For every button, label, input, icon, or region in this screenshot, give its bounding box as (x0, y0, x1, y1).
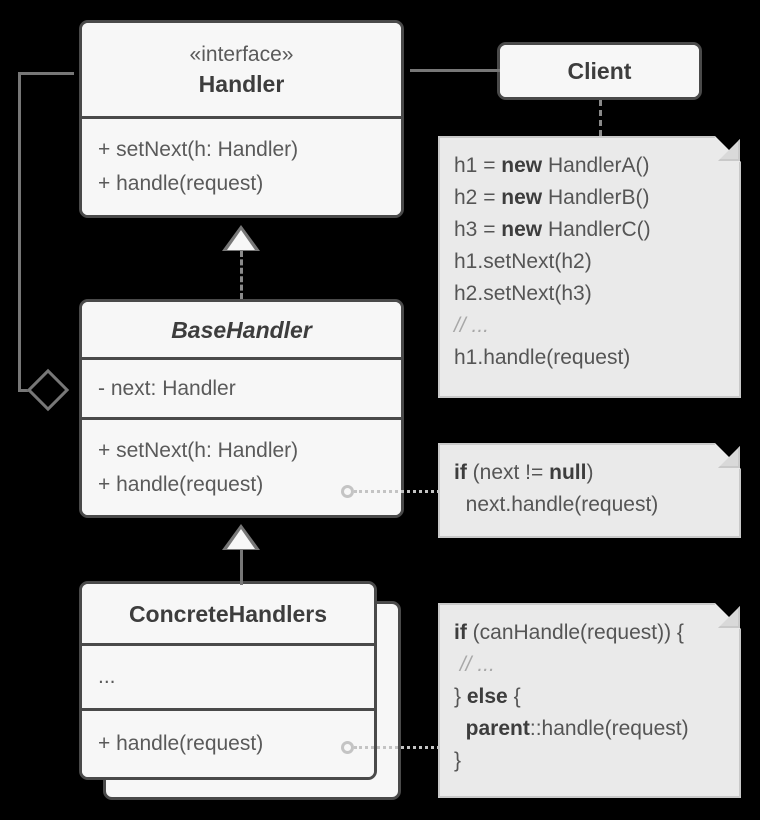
code-line: // ... (454, 314, 490, 337)
note-fold-icon (715, 136, 741, 162)
handler-operations-compartment: + setNext(h: Handler) + handle(request) (82, 119, 401, 215)
note-fold-icon (715, 603, 741, 629)
class-box-basehandler[interactable]: BaseHandler - next: Handler + setNext(h:… (79, 299, 404, 518)
class-box-client[interactable]: Client (497, 42, 702, 100)
code-line: } else { (454, 685, 521, 708)
class-box-handler[interactable]: «interface» Handler + setNext(h: Handler… (79, 20, 404, 218)
code-line: parent::handle(request) (465, 717, 689, 740)
code-line: h1.handle(request) (454, 346, 631, 369)
concretehandlers-title-compartment: ConcreteHandlers (82, 584, 374, 646)
basehandler-operation-setnext: + setNext(h: Handler) (98, 438, 299, 462)
basehandler-operation-handle: + handle(request) (98, 472, 264, 496)
note-concretehandlers-handle-code: if (canHandle(request)) { // ... } else … (438, 603, 741, 798)
note-client-code: h1 = new HandlerA() h2 = new HandlerB() … (438, 136, 741, 398)
basehandler-class-name: BaseHandler (171, 316, 312, 343)
code-line: if (canHandle(request)) { (454, 621, 684, 644)
handler-class-name: Handler (198, 70, 285, 97)
aggregation-line-left (18, 72, 21, 392)
code-line: h3 = new HandlerC() (454, 218, 651, 241)
note-link-client (599, 100, 602, 136)
handler-operation-handle: + handle(request) (98, 172, 264, 195)
note-link-basehandler-handle (354, 490, 440, 493)
code-line: h1.setNext(h2) (454, 250, 592, 273)
aggregation-line-top (18, 72, 74, 75)
code-line: next.handle(request) (454, 493, 659, 516)
aggregation-arrowhead-handler (53, 61, 75, 87)
realization-triangle-handler (222, 225, 260, 251)
concretehandlers-class-name: ConcreteHandlers (128, 600, 328, 627)
generalization-triangle-basehandler (222, 524, 260, 550)
code-line: if (next != null) (454, 461, 594, 484)
basehandler-attribute-next: - next: Handler (98, 376, 236, 400)
association-arrowhead-handler (406, 58, 428, 84)
basehandler-title-compartment: BaseHandler (82, 302, 401, 360)
concretehandlers-attribute-ellipsis: ... (98, 665, 116, 688)
client-class-name: Client (567, 58, 632, 84)
concretehandlers-operations-compartment: + handle(request) (82, 711, 374, 777)
handler-title-compartment: «interface» Handler (82, 23, 401, 119)
concretehandlers-operation-handle: + handle(request) (98, 732, 264, 755)
basehandler-attributes-compartment: - next: Handler (82, 360, 401, 420)
handler-stereotype: «interface» (189, 42, 294, 66)
note-anchor-concretehandlers-handle (341, 741, 354, 754)
code-line: h1 = new HandlerA() (454, 154, 650, 177)
code-line: // ... (459, 653, 495, 676)
class-box-concretehandlers[interactable]: ConcreteHandlers ... + handle(request) (79, 581, 377, 780)
note-link-concretehandlers-handle (354, 746, 440, 749)
note-fold-icon (715, 443, 741, 469)
handler-operation-setnext: + setNext(h: Handler) (98, 138, 299, 161)
note-anchor-basehandler-handle (341, 485, 354, 498)
concretehandlers-attributes-compartment: ... (82, 646, 374, 711)
code-line: h2 = new HandlerB() (454, 186, 650, 209)
realization-line (240, 251, 243, 299)
basehandler-operations-compartment: + setNext(h: Handler) + handle(request) (82, 420, 401, 515)
generalization-line (240, 550, 243, 585)
code-line: h2.setNext(h3) (454, 282, 592, 305)
note-basehandler-handle-code: if (next != null) next.handle(request) (438, 443, 741, 538)
code-line: } (454, 749, 462, 772)
association-line-client-handler (410, 69, 500, 72)
client-title-compartment: Client (500, 45, 699, 97)
aggregation-diamond (26, 368, 70, 412)
